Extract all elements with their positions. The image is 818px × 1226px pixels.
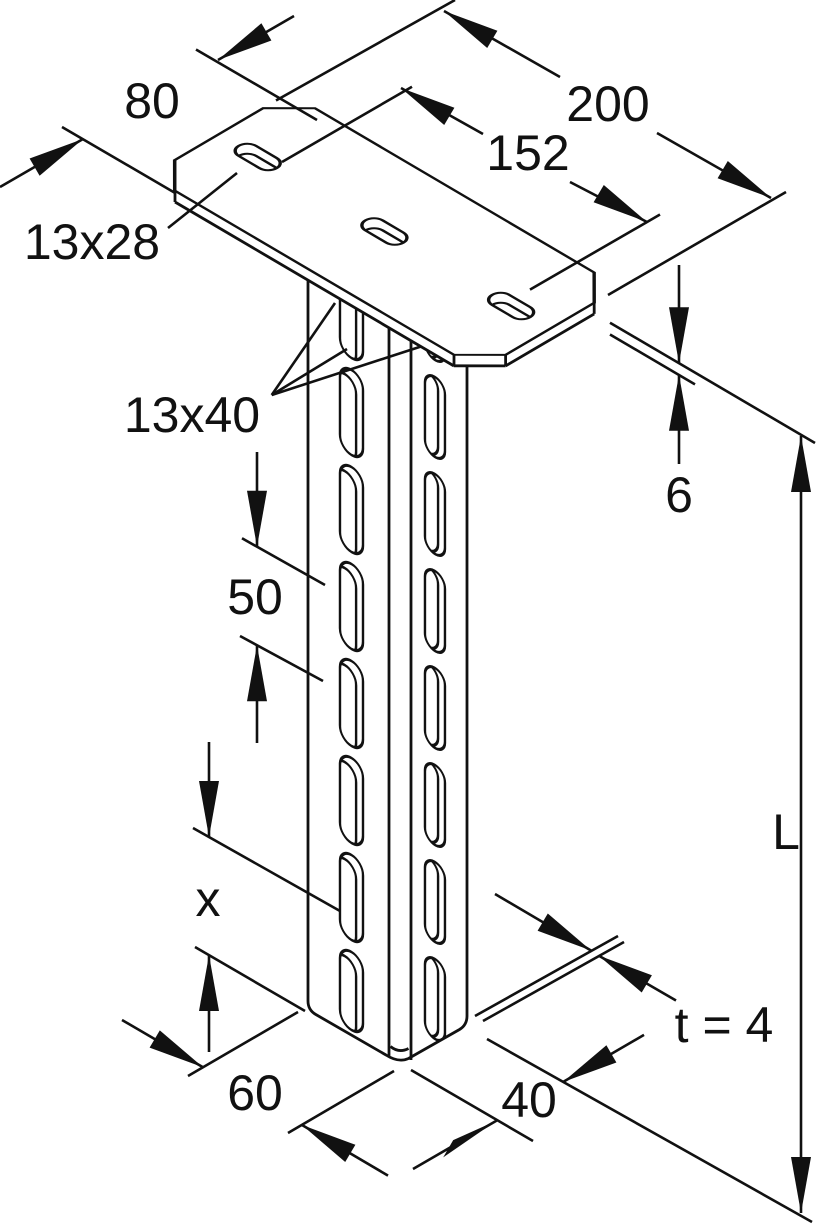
dim-6-label: 6 (665, 467, 693, 523)
label-13x40-text: 13x40 (124, 387, 260, 443)
channel-bottom-inner-arc (389, 1045, 410, 1052)
dim-50-label: 50 (227, 569, 283, 625)
dim-60-label: 60 (227, 1065, 283, 1121)
dim-t4-label: t = 4 (675, 997, 774, 1053)
label-13x40: 13x40 (124, 302, 422, 443)
dim-x-label: x (196, 871, 221, 927)
dim-50: 50 (227, 452, 326, 743)
label-13x28: 13x28 (24, 171, 238, 270)
dim-80-label: 80 (124, 73, 180, 129)
channel-left-face-slots (338, 280, 365, 1037)
top-plate (172, 107, 596, 368)
dim-40: 40 (410, 1033, 645, 1171)
dim-x: x (192, 742, 341, 1052)
dim-80: 80 (0, 14, 318, 195)
dim-L: L (486, 436, 813, 1224)
dim-200: 200 (275, 0, 787, 297)
dim-L-label: L (772, 804, 800, 860)
channel-outline (306, 280, 469, 1062)
dim-40-label: 40 (501, 1072, 557, 1128)
dim-152: 152 (281, 85, 661, 291)
channel-post (306, 280, 469, 1062)
dim-60: 60 (121, 1010, 395, 1177)
label-13x28-text: 13x28 (24, 214, 160, 270)
dim-6: 6 (609, 265, 816, 523)
dim-t4: t = 4 (474, 892, 774, 1053)
dim-200-label: 200 (566, 76, 649, 132)
plate-thickness-edges (173, 160, 596, 368)
channel-right-face-slots (423, 340, 447, 1042)
dim-152-label: 152 (486, 125, 569, 181)
